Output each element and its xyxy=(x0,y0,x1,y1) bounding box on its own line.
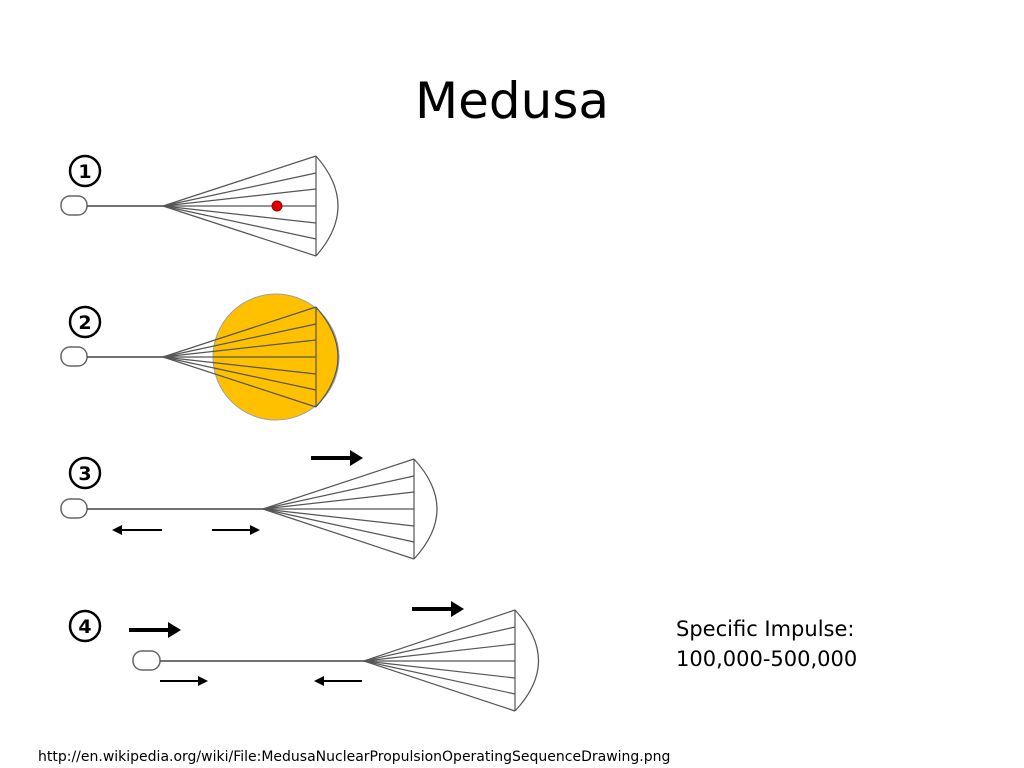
stage-2: 2 xyxy=(60,293,340,421)
spacecraft-capsule xyxy=(60,498,88,519)
spacecraft-capsule xyxy=(60,346,88,367)
svg-text:4: 4 xyxy=(78,616,91,638)
stage-1: 1 xyxy=(60,154,339,257)
stage-3: 3 xyxy=(60,450,438,560)
stage-number-badge: 1 xyxy=(68,154,102,188)
canopy xyxy=(162,306,339,408)
canopy xyxy=(162,155,339,257)
stage-4: 4 xyxy=(68,601,540,712)
canopy xyxy=(262,458,438,560)
specific-impulse-label: Specific Impulse: xyxy=(676,617,855,641)
svg-text:2: 2 xyxy=(78,312,91,334)
detonation-point-marker xyxy=(271,200,283,212)
tension-arrow-right xyxy=(160,676,208,686)
tension-arrow-left xyxy=(112,525,162,535)
spacecraft-capsule xyxy=(60,195,88,216)
slide-title: Medusa xyxy=(414,72,610,130)
specific-impulse-note: Specific Impulse: 100,000-500,000 xyxy=(676,614,857,674)
source-url[interactable]: http://en.wikipedia.org/wiki/File:Medusa… xyxy=(38,749,671,765)
canopy xyxy=(363,609,540,712)
tension-arrow-left xyxy=(314,676,362,686)
stage-number-badge: 3 xyxy=(68,456,102,490)
motion-arrow xyxy=(311,450,363,466)
spacecraft-capsule xyxy=(132,650,161,671)
svg-text:3: 3 xyxy=(78,463,91,485)
motion-arrow xyxy=(412,601,464,617)
spacecraft-motion-arrow xyxy=(129,622,181,638)
tension-arrow-right xyxy=(212,525,260,535)
stage-number-badge: 2 xyxy=(68,305,102,339)
specific-impulse-value: 100,000-500,000 xyxy=(676,647,858,671)
svg-text:1: 1 xyxy=(78,161,91,183)
stage-number-badge: 4 xyxy=(68,609,102,643)
